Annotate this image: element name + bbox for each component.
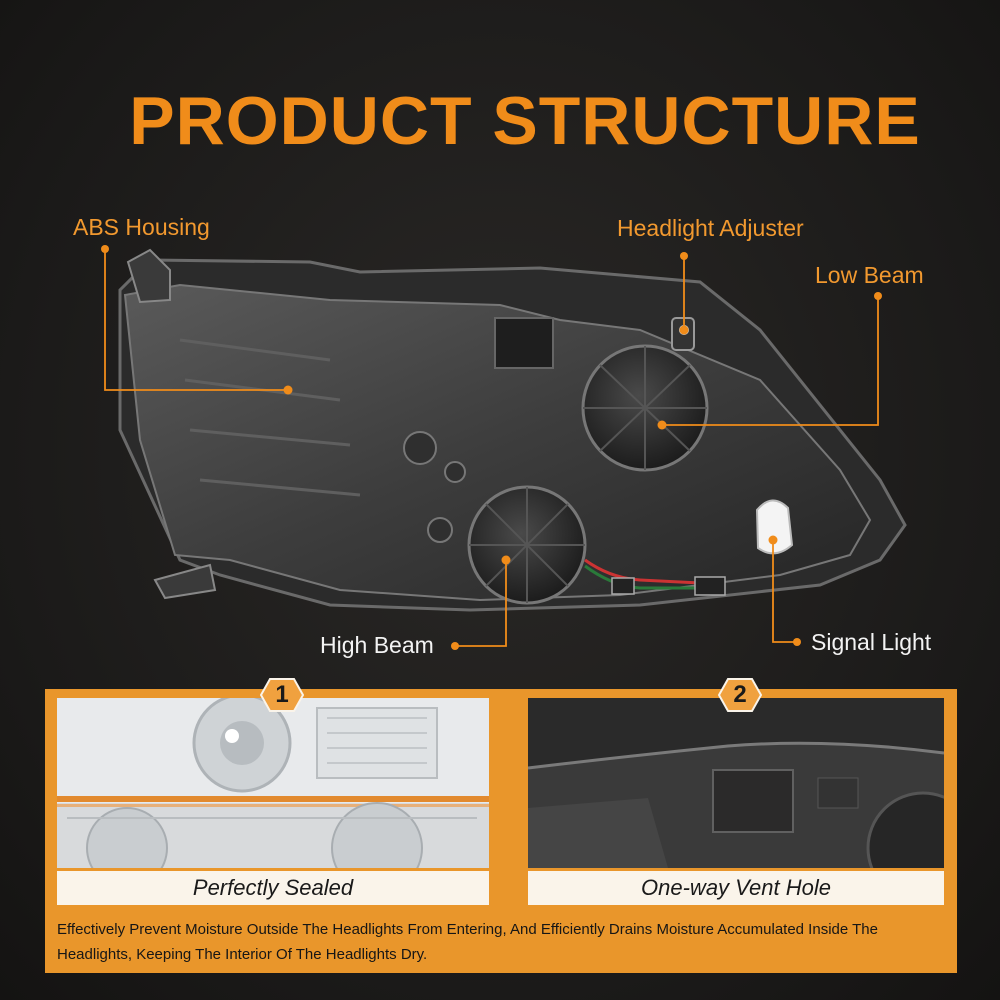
- label-headlight-adjuster: Headlight Adjuster: [617, 215, 804, 241]
- feature-description: Effectively Prevent Moisture Outside The…: [57, 921, 878, 963]
- vent-block: [494, 317, 554, 369]
- feature-badge-2: 2: [717, 677, 763, 713]
- mount-tab-icon: [153, 563, 217, 600]
- callout-dot: [874, 292, 882, 300]
- callout-dot: [793, 638, 801, 646]
- feature-caption-1: Perfectly Sealed: [57, 871, 489, 905]
- label-signal-light: Signal Light: [811, 629, 932, 655]
- feature-badge-1: 1: [259, 677, 305, 713]
- label-abs-housing: ABS Housing: [73, 214, 210, 240]
- callout-dot: [101, 245, 109, 253]
- feature-photo-vent: [528, 698, 944, 868]
- callout-dot: [501, 555, 511, 565]
- page-title: PRODUCT STRUCTURE: [129, 83, 921, 159]
- callout-dot: [680, 252, 688, 260]
- headlight-illustration: [101, 245, 907, 650]
- callout-lines: [104, 247, 879, 647]
- callout-dot: [451, 642, 459, 650]
- callout-dot: [657, 420, 667, 430]
- feature-badge-number: 2: [733, 681, 747, 708]
- feature-panel: Perfectly Sealed One-way Vent Hole 1 2 E…: [45, 678, 957, 973]
- feature-caption-2: One-way Vent Hole: [528, 871, 944, 905]
- callout-dot: [679, 325, 689, 335]
- callout-dot: [768, 535, 778, 545]
- signal-socket-icon: [755, 499, 794, 555]
- mount-tab-icon: [126, 248, 171, 304]
- feature-badge-number: 1: [275, 681, 289, 708]
- callout-dot: [283, 385, 293, 395]
- feature-photo-sealed: [57, 698, 489, 868]
- label-low-beam: Low Beam: [815, 262, 924, 288]
- label-high-beam: High Beam: [320, 632, 434, 658]
